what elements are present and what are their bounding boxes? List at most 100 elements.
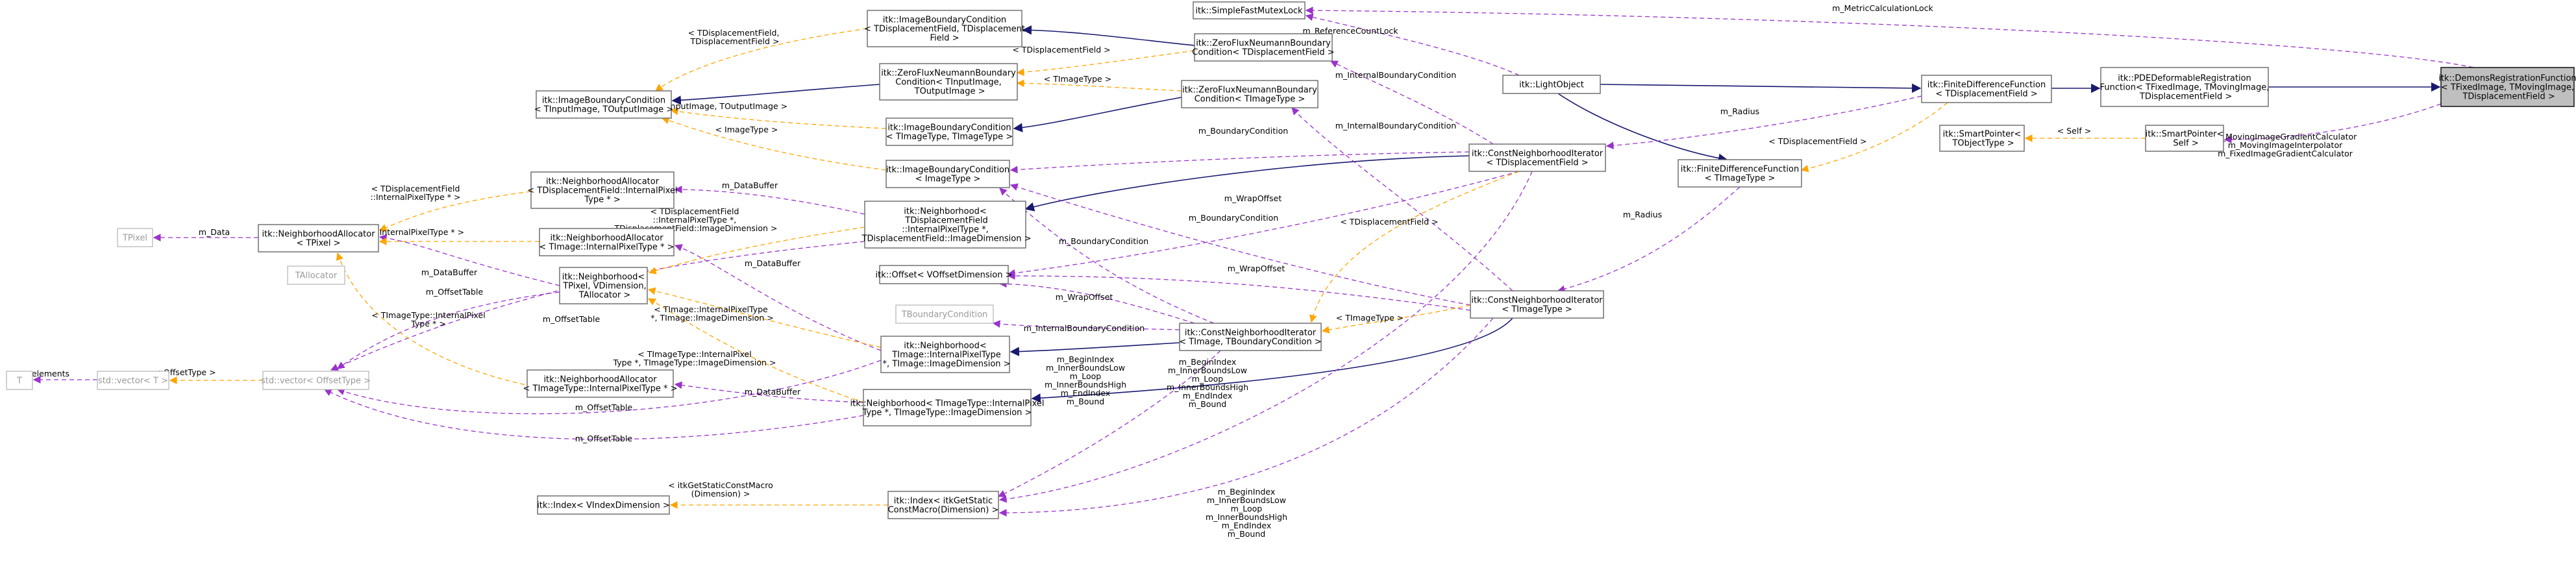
class-node-light[interactable]: itk::LightObject <box>1502 75 1601 94</box>
edge-label-line: < TDisplacementField > <box>1012 45 1110 55</box>
class-node-ibc_img[interactable]: itk::ImageBoundaryCondition< ImageType > <box>886 160 1010 188</box>
class-node-smart_t[interactable]: itk::SmartPointer< TObjectType > <box>1939 125 2025 152</box>
class-node-label-line: itk::ConstNeighborhoodIterator <box>1472 149 1604 159</box>
class-node-label-line: ::InternalPixelType *, <box>902 225 989 235</box>
class-node-sfml[interactable]: itk::SimpleFastMutexLock <box>1193 1 1306 19</box>
class-node-box <box>559 267 648 304</box>
class-node-na_img[interactable]: itk::NeighborhoodAllocator< TImage::Inte… <box>539 228 675 256</box>
class-node-box <box>1468 143 1606 172</box>
edge-tpl-nb_generic-to-nb_img <box>647 287 882 348</box>
edge-label-line: m_MetricCalculationLock <box>1832 3 1933 13</box>
class-node-label-line: itk::Neighborhood< TImageType::InternalP… <box>850 399 1044 409</box>
class-node-box <box>262 371 369 390</box>
class-node-cni_img[interactable]: itk::ConstNeighborhoodIterator< TImageTy… <box>1470 290 1604 319</box>
class-node-box <box>1179 323 1322 351</box>
edge-label-metric_lock: m_MetricCalculationLock <box>1832 3 1933 13</box>
class-node-label-line: *, TImage::ImageDimension > <box>880 360 1010 369</box>
edge-inh-zfn_in_out-to-ibc_in_out <box>671 84 880 105</box>
class-node-ibc_img_img[interactable]: itk::ImageBoundaryCondition< TImageType,… <box>886 117 1013 146</box>
edge-label-line: < TImageType::InternalPixel <box>638 349 751 359</box>
class-node-box <box>97 371 169 390</box>
class-node-offset[interactable]: itk::Offset< VOffsetDimension > <box>876 265 1013 284</box>
edge-label-line: m_Radius <box>1623 210 1662 219</box>
class-node-smart_s[interactable]: itk::SmartPointer< Self > <box>2145 125 2224 152</box>
class-node-ibc_disp[interactable]: itk::ImageBoundaryCondition< TDisplaceme… <box>864 10 1025 47</box>
edge-label-line: m_OffsetTable <box>543 314 601 324</box>
edge-label-line: m_OffsetTable <box>575 402 633 412</box>
class-node-box <box>1470 290 1604 319</box>
class-node-label-line: TDisplacementField::ImageDimension > <box>859 234 1031 244</box>
edge-use-ibc_img-to-cni_img <box>1009 183 1471 306</box>
class-node-nb_img[interactable]: itk::Neighborhood< TImage::InternalPixel… <box>880 336 1011 373</box>
class-node-label: itk::SmartPointer< Self > <box>2146 130 2224 149</box>
class-node-label-line: itk::Offset< VOffsetDimension > <box>876 271 1013 280</box>
edge-label-getstatic: < itkGetStaticConstMacro(Dimension) > <box>668 480 773 499</box>
edge-label-line: m_Data <box>199 227 230 237</box>
class-node-tbc[interactable]: TBoundaryCondition <box>895 304 994 324</box>
edge-use-nb_imgtype-to-vec_offset <box>323 389 864 440</box>
edge-label-line: ::InternalPixelType * > <box>371 192 461 202</box>
edge-use-offset-to-cni_img <box>1007 272 1471 311</box>
class-node-label-line: TImage::InternalPixelType <box>889 351 1001 360</box>
class-node-na_disp[interactable]: itk::NeighborhoodAllocator< TDisplacemen… <box>527 171 678 209</box>
edge-label-radius_img: m_Radius <box>1623 210 1662 219</box>
class-node-vec_t[interactable]: std::vector< T > <box>97 371 169 390</box>
class-node-fdf_disp[interactable]: itk::FiniteDifferenceFunction< TDisplace… <box>1921 75 2052 103</box>
class-node-box <box>2440 67 2575 107</box>
edge-label-tdisp_ibc: < TDisplacementField, TDisplacementField… <box>688 28 780 46</box>
class-node-nb_disp[interactable]: itk::Neighborhood< TDisplacementField::I… <box>859 201 1032 249</box>
class-node-demons[interactable]: itk::DemonsRegistrationFunction< TFixedI… <box>2438 67 2576 107</box>
class-node-box <box>6 371 33 390</box>
class-node-na_tpixel[interactable]: itk::NeighborhoodAllocator< TPixel > <box>258 224 379 253</box>
edge-label-line: m_BeginIndex <box>1218 487 1275 497</box>
edge-use-cni_tpl-to-index_static <box>997 350 1221 497</box>
class-node-nb_imgtype[interactable]: itk::Neighborhood< TImageType::InternalP… <box>850 389 1045 426</box>
edge-tpl-zfn_img-to-zfn_in_out <box>1016 79 1182 92</box>
class-node-tallocator[interactable]: TAllocator <box>287 265 345 285</box>
class-node-vec_offset[interactable]: std::vector< OffsetType > <box>261 371 371 390</box>
edge-label-bc_3: m_BoundaryCondition <box>1059 236 1148 246</box>
class-node-label-line: < ImageType > <box>915 175 981 184</box>
edge-label-line: < OffsetType > <box>154 367 216 377</box>
edge-use-cni_disp-to-fdf_disp <box>1605 95 1922 149</box>
class-node-label: itk::ConstNeighborhoodIterator< TImage, … <box>1179 328 1322 347</box>
class-node-label-line: itk::ZeroFluxNeumannBoundary <box>1182 86 1317 95</box>
class-node-t[interactable]: T <box>6 371 33 390</box>
edge-label-line: m_WrapOffset <box>1224 193 1282 203</box>
class-node-index_v[interactable]: itk::Index< VIndexDimension > <box>537 495 670 515</box>
edge-label-tdisp_fdf: < TDisplacementField > <box>1768 136 1866 146</box>
class-node-na_imgtype[interactable]: itk::NeighborhoodAllocator< TImageType::… <box>523 369 678 398</box>
class-node-cni_disp[interactable]: itk::ConstNeighborhoodIterator< TDisplac… <box>1468 143 1606 172</box>
class-node-label-line: TDisplacementField > <box>2137 92 2232 102</box>
class-node-box <box>1939 125 2025 152</box>
class-node-box <box>887 491 999 519</box>
class-node-label-line: < TInputImage, TOutputImage > <box>534 105 673 115</box>
edge-use-nb_img-to-na_img <box>674 244 882 351</box>
class-node-box <box>2145 125 2224 152</box>
class-node-fdf_img[interactable]: itk::FiniteDifferenceFunction< TImageTyp… <box>1678 159 1802 188</box>
class-node-tpixel[interactable]: TPixel <box>117 228 153 247</box>
class-node-box <box>1502 75 1601 94</box>
class-node-cni_tpl[interactable]: itk::ConstNeighborhoodIterator< TImage, … <box>1179 323 1322 351</box>
class-node-ibc_in_out[interactable]: itk::ImageBoundaryCondition< TInputImage… <box>534 90 673 119</box>
class-node-label-line: itk::SmartPointer< <box>1943 130 2022 140</box>
class-node-nb_generic[interactable]: itk::Neighborhood< TPixel, VDimension, T… <box>559 267 648 304</box>
edge-label-internal_bc_3: m_InternalBoundaryCondition <box>1024 323 1145 333</box>
edge-inh-zfn_disp-to-ibc_disp <box>1022 25 1195 46</box>
edge-label-databuffer_4: m_DataBuffer <box>745 387 801 397</box>
class-node-label-line: TPixel, VDimension, <box>560 282 647 291</box>
class-node-label-line: < TImageType::InternalPixelType * > <box>523 384 678 394</box>
class-node-box <box>2100 67 2269 107</box>
edge-use-sfml-to-demons <box>1305 6 2474 68</box>
edge-tpl-ibc_in_out-to-ibc_disp <box>655 28 868 92</box>
edge-label-line: m_MovingImageGradientCalculator <box>2214 132 2357 142</box>
